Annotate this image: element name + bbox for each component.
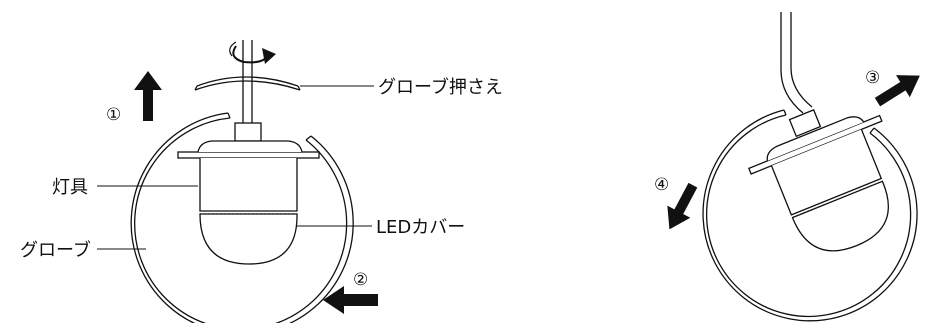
label-led-cover: LEDカバー (376, 217, 465, 238)
label-globe-holder: グローブ押さえ (378, 76, 503, 98)
label-globe: グローブ (20, 239, 91, 261)
label-fixture: 灯具 (52, 177, 88, 198)
fixture-plate (177, 140, 320, 159)
globe-holder (194, 76, 301, 91)
tilted-fixture (748, 109, 890, 252)
tilted-socket (788, 109, 822, 138)
arrow-up-icon (134, 71, 162, 121)
socket (234, 122, 262, 142)
fixture-body (199, 158, 298, 215)
right-globe (702, 109, 918, 322)
rotate-arrow-icon (229, 41, 276, 64)
arrow-down-left-icon (667, 182, 698, 230)
left-assembly (130, 40, 354, 328)
suspension-pipe (242, 40, 253, 123)
step-2-number: ② (353, 270, 368, 290)
suspension-cord (780, 12, 813, 114)
arrow-left-icon (323, 286, 378, 314)
right-assembly (702, 12, 918, 322)
tilted-led-cover (791, 180, 890, 252)
step-4-number: ④ (654, 175, 669, 195)
step-1-number: ① (106, 105, 121, 125)
led-cover (199, 213, 298, 265)
step-3-number: ③ (865, 68, 880, 88)
leader-lines (97, 85, 374, 250)
arrow-up-right-icon (874, 75, 920, 107)
tilted-body (770, 129, 883, 216)
